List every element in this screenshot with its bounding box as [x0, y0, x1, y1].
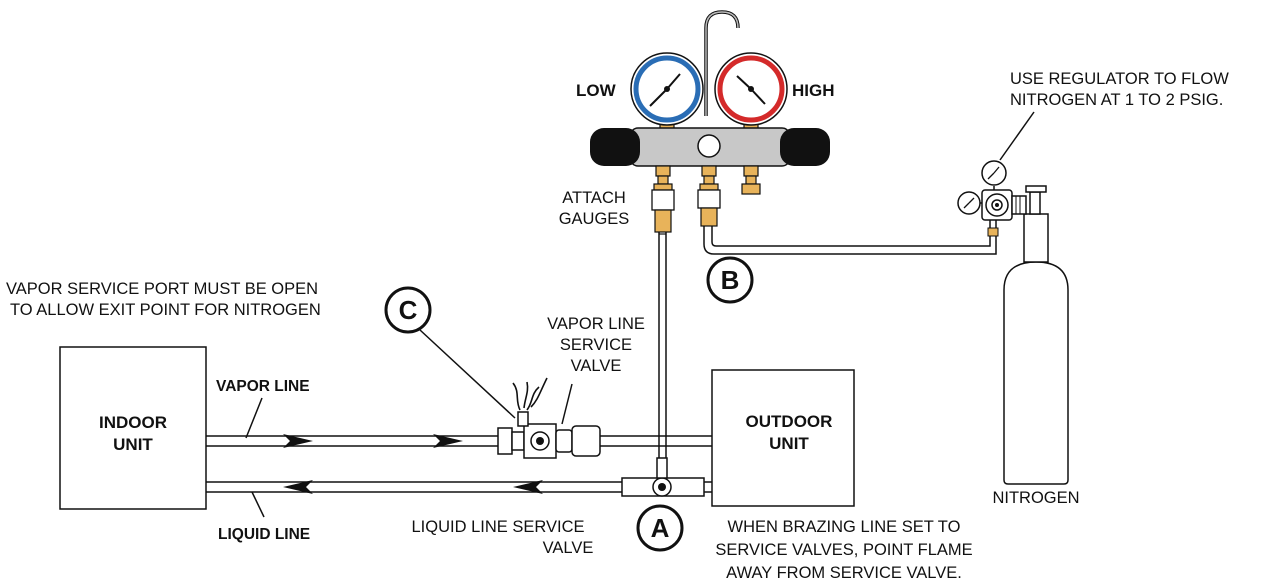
callout-a: A: [636, 504, 684, 552]
low-label: LOW: [576, 81, 617, 100]
liquid-line-label: LIQUID LINE: [218, 526, 310, 543]
flow-arrow-left-icon: [513, 480, 543, 494]
flow-arrow-left-icon: [283, 480, 313, 494]
liquid-line-pipe: [206, 480, 712, 494]
liquid-valve-label-1: LIQUID LINE SERVICE: [411, 518, 584, 536]
brazing-note-line-1: WHEN BRAZING LINE SET TO: [728, 518, 961, 536]
svg-text:A: A: [651, 513, 670, 543]
nitrogen-spray-icon: [512, 377, 548, 411]
callout-c: C: [384, 286, 432, 334]
vapor-valve-label-1: VAPOR LINE: [547, 315, 645, 333]
vapor-valve-label-2: SERVICE: [560, 336, 632, 354]
high-label: HIGH: [792, 81, 835, 100]
flow-arrow-right-icon: [283, 434, 313, 448]
vapor-port-note-line-2: TO ALLOW EXIT POINT FOR NITROGEN: [10, 301, 321, 319]
indoor-unit: INDOOR UNIT: [59, 346, 207, 510]
attach-gauges-label-1: ATTACH: [562, 189, 626, 207]
vapor-line-leader: [245, 397, 263, 439]
outdoor-unit-label-2: UNIT: [769, 434, 809, 453]
callout-b: B: [706, 256, 754, 304]
brazing-note-line-2: SERVICE VALVES, POINT FLAME: [715, 541, 972, 559]
liquid-valve-label-2: VALVE: [543, 539, 594, 557]
regulator-note-line-1: USE REGULATOR TO FLOW: [1010, 70, 1229, 88]
outdoor-unit-label-1: OUTDOOR: [746, 412, 833, 431]
callout-c-leader: [419, 329, 516, 419]
regulator-gauge-icon: [981, 160, 1007, 190]
manifold-gauge-set: [590, 10, 830, 233]
regulator-gauge-icon: [957, 191, 982, 215]
svg-text:B: B: [721, 265, 740, 295]
nitrogen-hose: [703, 226, 997, 255]
low-pressure-gauge-icon: [630, 52, 704, 133]
liquid-line-leader: [251, 491, 265, 518]
nitrogen-regulator: [957, 160, 1027, 238]
flow-arrow-right-icon: [433, 434, 463, 448]
regulator-note-leader: [999, 111, 1035, 161]
high-pressure-gauge-icon: [714, 52, 788, 133]
manifold-port-fittings: [653, 165, 761, 195]
liquid-service-valve: [621, 457, 705, 497]
nitrogen-label: NITROGEN: [992, 489, 1079, 507]
regulator-note-line-2: NITROGEN AT 1 TO 2 PSIG.: [1010, 91, 1223, 109]
vapor-line-label: VAPOR LINE: [216, 378, 310, 395]
indoor-unit-label-1: INDOOR: [99, 413, 167, 432]
brazing-note-line-3: AWAY FROM SERVICE VALVE.: [726, 564, 962, 582]
vapor-valve-leader: [561, 383, 573, 425]
nitrogen-cylinder: [1003, 185, 1069, 485]
vapor-line-pipe: [206, 434, 712, 448]
vapor-service-valve: [497, 377, 601, 459]
vapor-port-note-line-1: VAPOR SERVICE PORT MUST BE OPEN: [6, 280, 318, 298]
svg-text:C: C: [399, 295, 418, 325]
outdoor-unit: OUTDOOR UNIT: [711, 369, 855, 507]
indoor-unit-label-2: UNIT: [113, 435, 153, 454]
attach-gauges-label-2: GAUGES: [559, 210, 630, 228]
gauge-hose-low: [658, 232, 667, 458]
vapor-valve-label-3: VALVE: [571, 357, 622, 375]
